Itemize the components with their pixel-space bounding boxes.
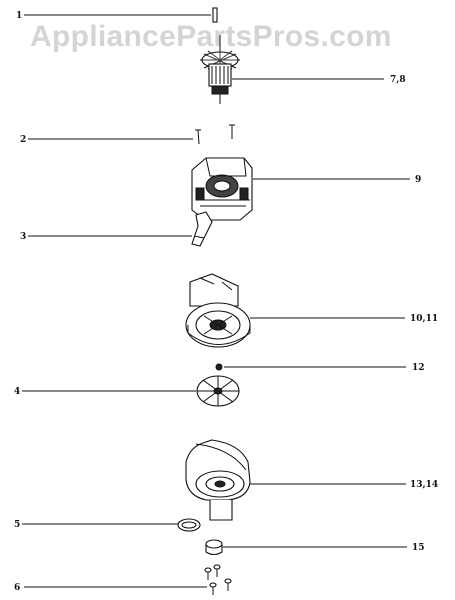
part-7-8-armature [200,35,240,104]
callout-6: 6 [14,583,20,593]
callout-13-14: 13,14 [410,480,438,490]
part-4-impeller [196,375,240,407]
callout-1: 1 [16,11,22,21]
part-5-gasket [177,518,201,532]
callout-10-11: 10,11 [410,314,438,324]
part-12-nut [215,363,223,371]
part-3-brush [191,211,213,247]
part-2-screws [195,124,235,145]
callout-4: 4 [14,387,20,397]
part-1-pin [212,7,218,23]
callout-15: 15 [412,543,425,553]
watermark: AppliancePartsPros.com [30,20,392,53]
callout-5: 5 [14,520,20,530]
part-6-screws [204,564,232,595]
callout-7-8: 7,8 [390,75,406,85]
part-10-11-bracket [185,273,251,348]
callout-9: 9 [415,175,421,185]
callout-2: 2 [20,135,26,145]
part-15-bushing [205,539,223,556]
callout-3: 3 [20,232,26,242]
part-9-motor-housing [191,157,253,221]
part-13-14-fan-housing [185,439,251,521]
callout-12: 12 [412,363,425,373]
